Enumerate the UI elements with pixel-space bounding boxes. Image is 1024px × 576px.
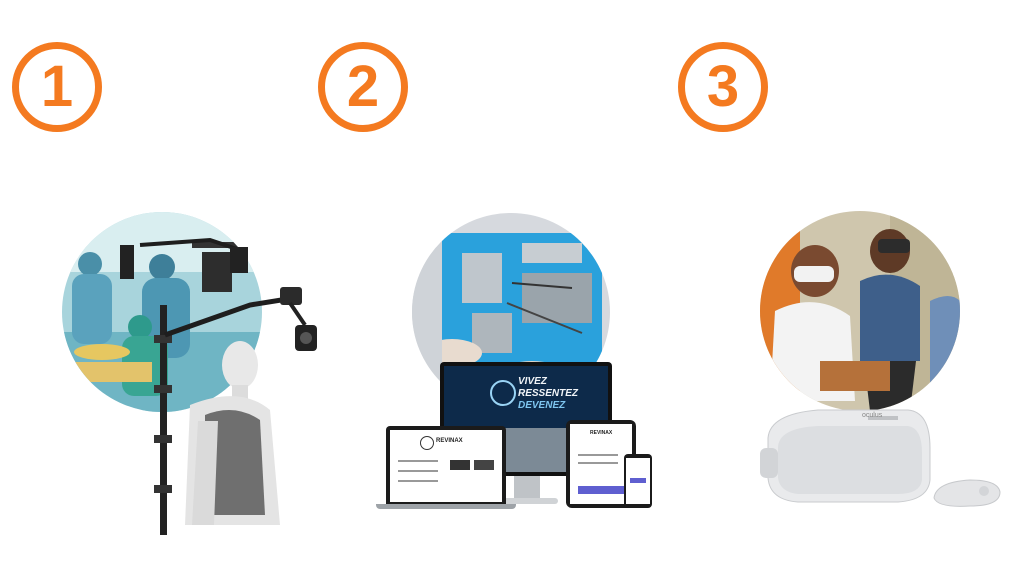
phone (624, 454, 652, 508)
phone-screen (626, 458, 650, 504)
laptop-base (376, 504, 516, 509)
monitor-base (496, 498, 558, 504)
step-1-number: 1 (40, 54, 74, 119)
step-3-number: 3 (706, 54, 740, 119)
step-2-number: 2 (346, 54, 380, 119)
step-2-badge: 2 (318, 42, 408, 132)
checkmark-icon (490, 380, 516, 406)
vr-users-photo (760, 211, 960, 411)
standalone-vr-headset (760, 409, 931, 503)
step-3-badge: 3 (678, 42, 768, 132)
tagline-ressentez: RESSENTEZ (518, 388, 579, 399)
monitor-stand (514, 476, 540, 500)
tablet-screen: REVINAX (570, 424, 632, 504)
tablet-brand: REVINAX (590, 430, 613, 436)
laptop: REVINAX (386, 426, 506, 504)
tagline-vivez: VIVEZ (518, 376, 547, 387)
revinax-logo-icon (420, 436, 434, 450)
tagline-devenez: DEVENEZ (518, 400, 566, 411)
tablet-button (578, 486, 624, 494)
laptop-screen: REVINAX (390, 430, 502, 502)
mannequin-with-camera-rig (120, 237, 317, 535)
step-1-badge: 1 (12, 42, 102, 132)
laptop-brand: REVINAX (436, 438, 463, 444)
headset-brand-label: oculus (862, 412, 883, 419)
vr-controller (933, 479, 1001, 507)
